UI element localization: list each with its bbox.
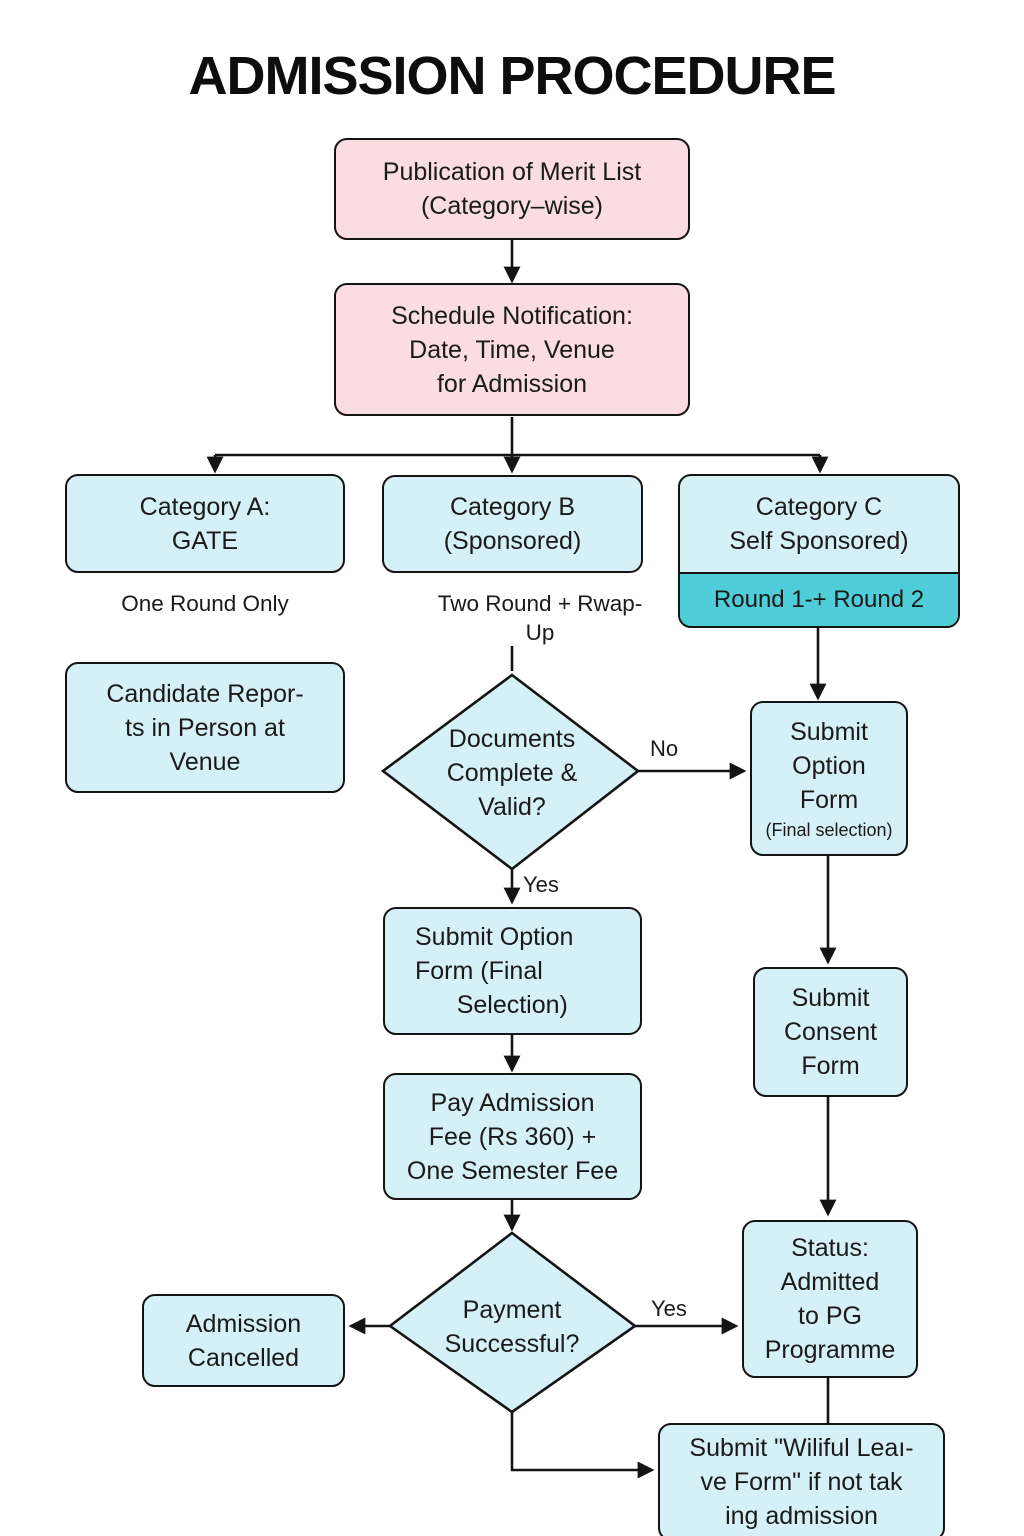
- node-category-a: Category A: GATE: [65, 474, 345, 573]
- node-submit-consent-form-text: Submit Consent Form: [783, 984, 878, 1080]
- page-title: ADMISSION PROCEDURE: [188, 46, 836, 106]
- decision-documents-valid-shape: [380, 673, 641, 871]
- node-schedule-notification: Schedule Notification: Date, Time, Venue…: [334, 283, 690, 416]
- edge-label-yes-payment: Yes: [651, 1296, 687, 1321]
- node-category-a-text: Category A: GATE: [139, 492, 271, 555]
- node-submit-option-form: Submit Option Form (Final Selection): [383, 907, 642, 1035]
- node-category-c: Category C Self Sponsored) Round 1-+ Rou…: [678, 474, 960, 628]
- edge-label-yes-documents: Yes: [523, 872, 559, 897]
- node-admission-cancelled-text: Admission Cancelled: [185, 1309, 302, 1372]
- node-category-c-rounds-text: Round 1-+ Round 2: [713, 585, 925, 613]
- node-wilful-leave-form-text: Submit "Wiliful Leaı- ve Form" if not ta…: [689, 1434, 914, 1530]
- node-publication-merit-list: Publication of Merit List (Category–wise…: [334, 138, 690, 240]
- node-schedule-notification-text: Schedule Notification: Date, Time, Venue…: [391, 301, 633, 398]
- node-category-c-text: Category C Self Sponsored): [729, 493, 909, 555]
- decision-payment-successful-text: Payment Successful?: [444, 1296, 580, 1358]
- note-two-round-wrapup: Two Round + Rwap- Up: [437, 591, 643, 646]
- node-wilful-leave-form: Submit "Wiliful Leaı- ve Form" if not ta…: [658, 1423, 945, 1536]
- node-category-b-text: Category B (Sponsored): [443, 493, 582, 555]
- node-submit-option-form-text: Submit Option Form (Final Selection): [415, 923, 574, 1019]
- note-one-round-only: One Round Only: [121, 591, 289, 616]
- node-submit-option-form-final: Submit Option Form (Final selection): [750, 701, 908, 856]
- node-pay-admission-fee: Pay Admission Fee (Rs 360) + One Semeste…: [383, 1073, 642, 1200]
- node-pay-admission-fee-text: Pay Admission Fee (Rs 360) + One Semeste…: [406, 1088, 619, 1185]
- node-admission-cancelled: Admission Cancelled: [142, 1294, 345, 1387]
- edge-label-no: No: [650, 736, 679, 761]
- node-submit-option-form-final-subtext: (Final selection): [765, 819, 893, 840]
- node-status-admitted: Status: Admitted to PG Programme: [742, 1220, 918, 1378]
- node-category-c-top: Category C Self Sponsored): [680, 476, 958, 572]
- node-submit-consent-form: Submit Consent Form: [753, 967, 908, 1097]
- decision-documents-valid-text: Documents Complete & Valid?: [446, 724, 578, 821]
- node-submit-option-form-final-text: Submit Option Form: [790, 717, 868, 814]
- node-status-admitted-text: Status: Admitted to PG Programme: [764, 1234, 896, 1364]
- node-category-c-rounds-band: Round 1-+ Round 2: [680, 572, 958, 626]
- node-category-b: Category B (Sponsored): [382, 475, 643, 573]
- decision-payment-successful-shape: [387, 1231, 638, 1414]
- node-publication-merit-list-text: Publication of Merit List (Category–wise…: [382, 158, 642, 220]
- node-candidate-reports-text: Candidate Repor- ts in Person at Venue: [106, 679, 304, 776]
- node-candidate-reports: Candidate Repor- ts in Person at Venue: [65, 662, 345, 793]
